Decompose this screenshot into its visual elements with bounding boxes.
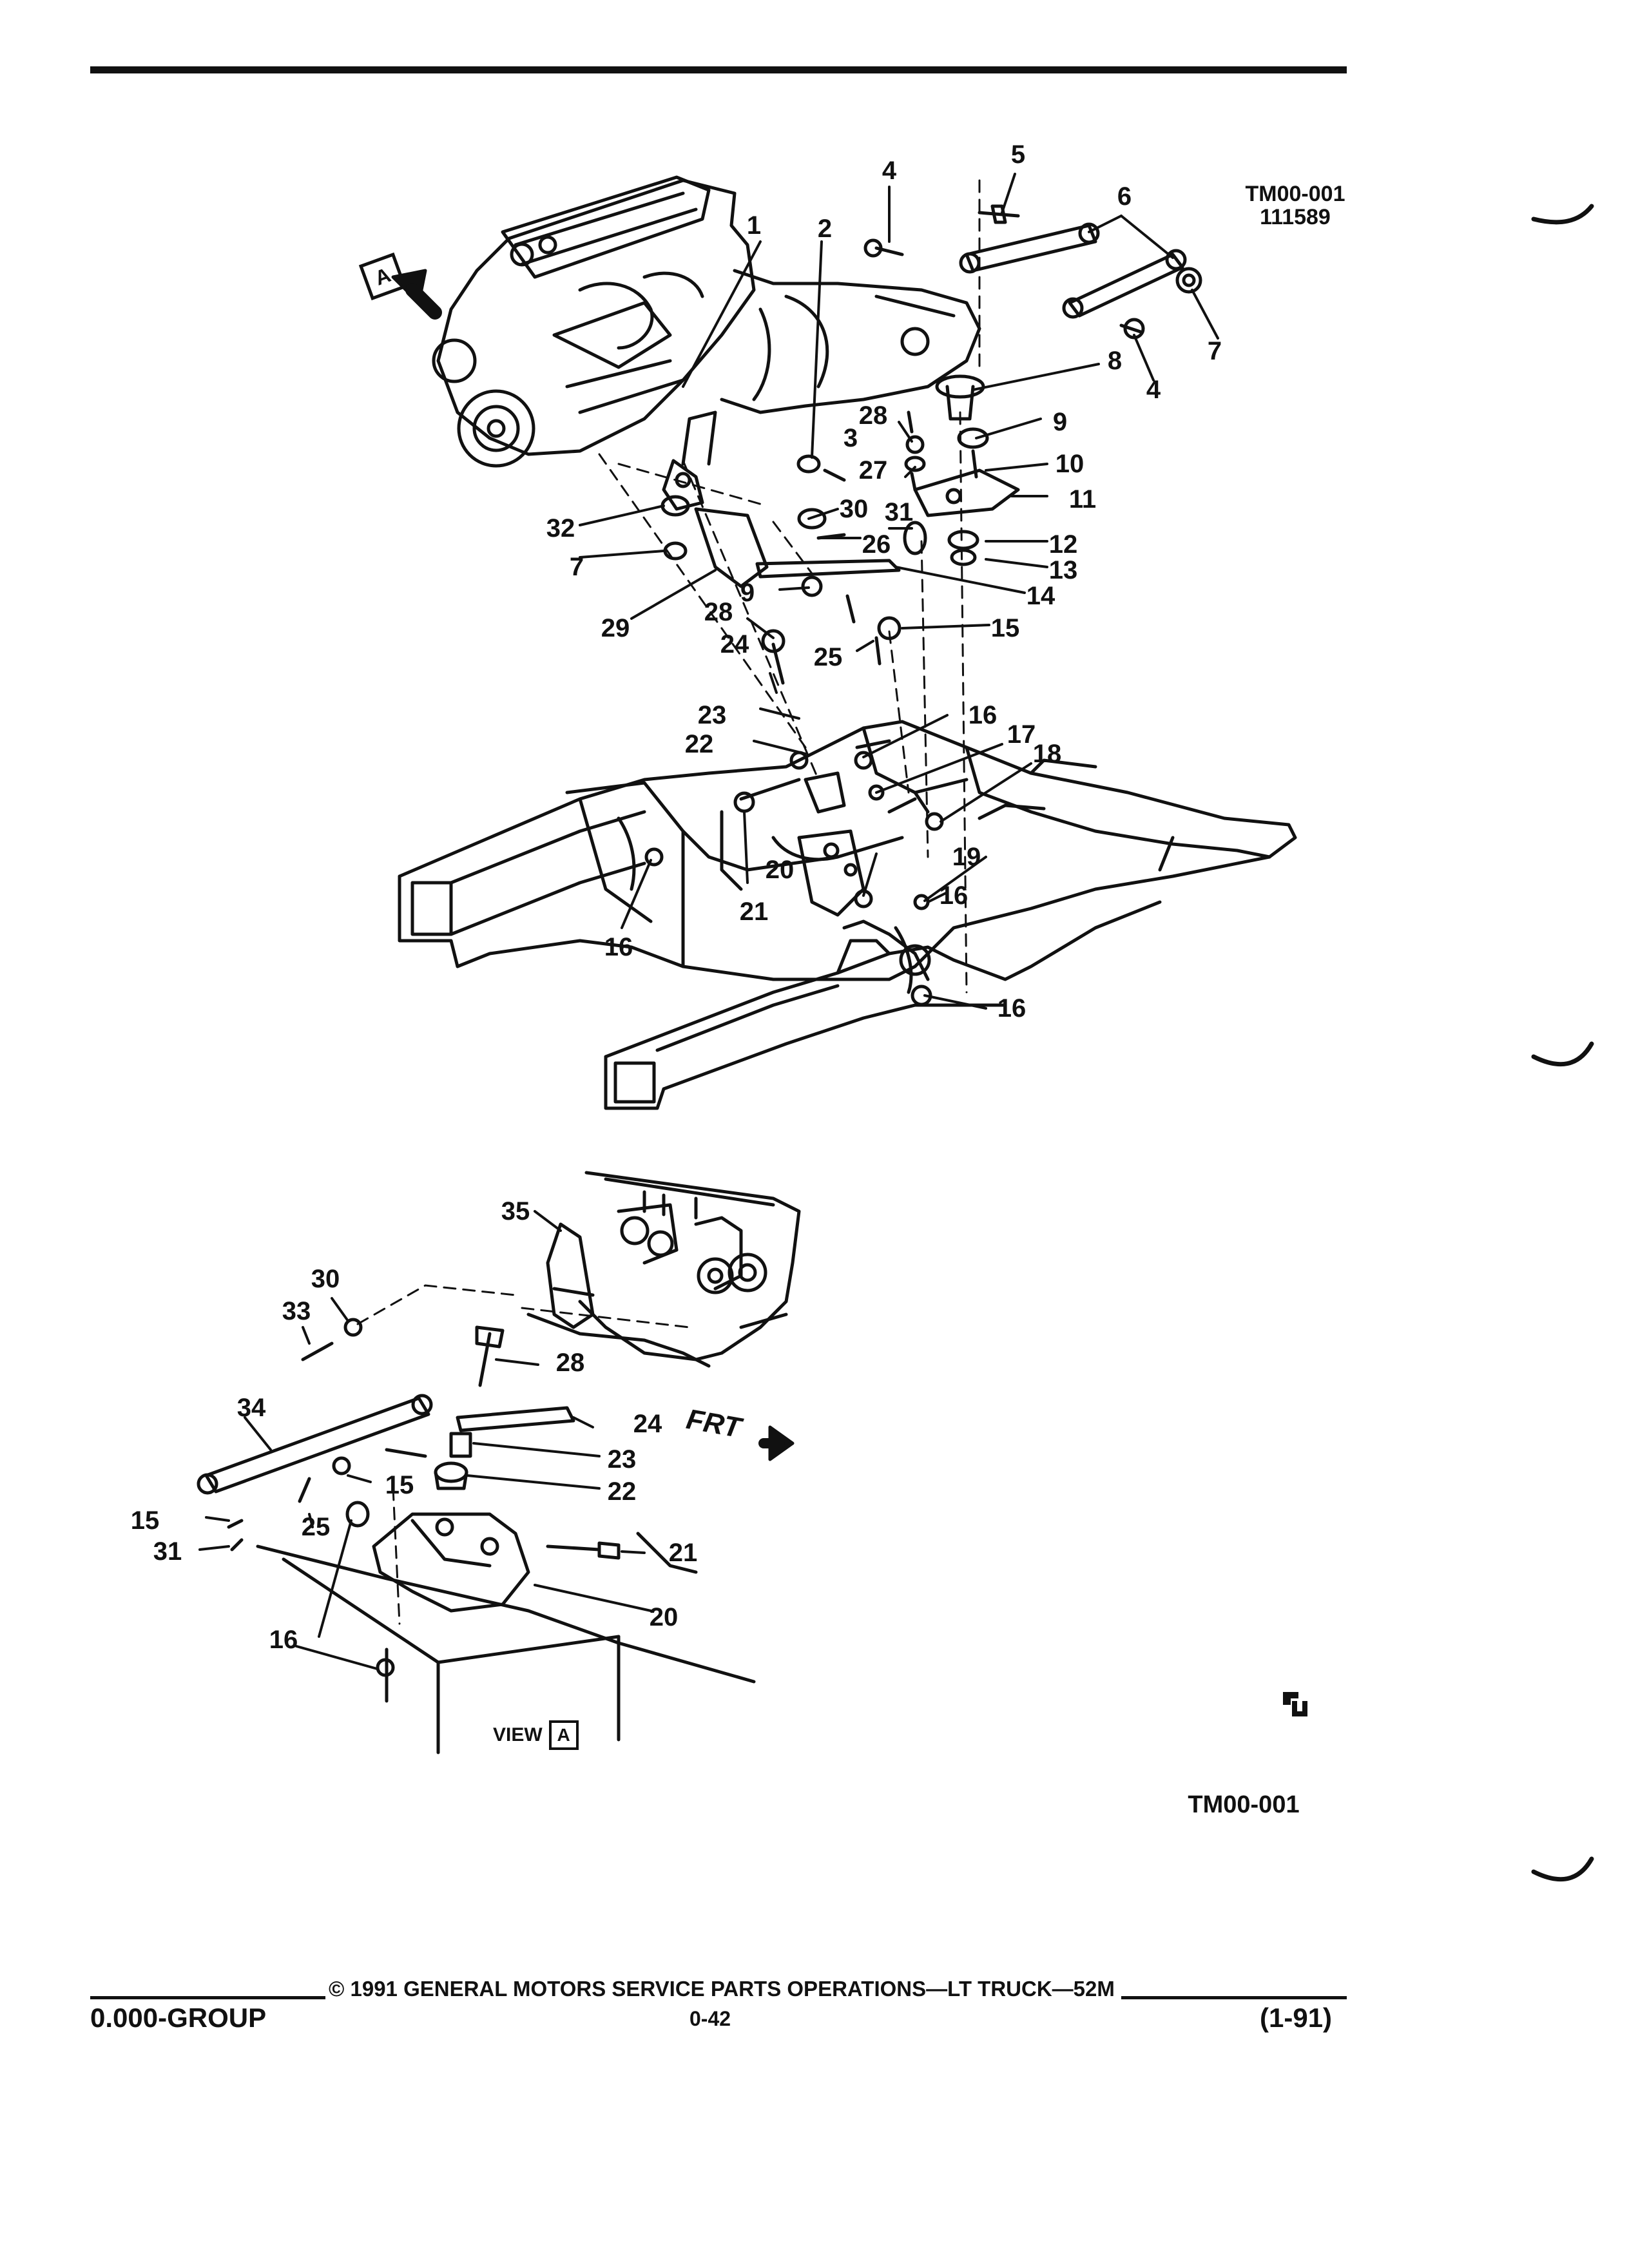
callout-6: 6 [1117,182,1132,211]
detail-view-drawing [197,1171,801,1754]
detail-callout-16: 16 [269,1626,298,1654]
callout-26: 26 [862,530,891,559]
detail-callout-24: 24 [633,1410,662,1438]
drawing-ref-date: 111589 [1260,204,1331,229]
callout-18: 18 [1032,740,1062,768]
callout-12: 12 [1048,530,1078,559]
callout-25: 25 [813,643,843,671]
footer-rule-right [1121,1996,1347,1999]
callout-16-d: 16 [997,994,1027,1023]
callout-28-upper: 28 [858,401,888,430]
footer-rule-left [90,1996,325,1999]
drawing-ref-code: TM00-001 [1245,182,1345,206]
callout-17: 17 [1007,720,1036,749]
detail-callout-20: 20 [649,1603,679,1631]
detail-callout-28: 28 [555,1349,585,1377]
callout-4-upper: 4 [882,157,897,185]
callout-31: 31 [884,498,914,526]
view-a-marker-letter: A [371,262,394,290]
footer-group: 0.000-GROUP [90,2003,267,2033]
callout-15: 15 [990,614,1020,642]
callout-4-right: 4 [1146,376,1161,404]
detail-callout-22: 22 [607,1477,637,1506]
view-a-caption: VIEW A [493,1720,579,1750]
callout-30: 30 [839,495,869,523]
detail-callout-31: 31 [153,1537,182,1566]
mount-parts [660,374,1020,685]
view-a-arrow [391,269,442,320]
footer-copyright: © 1991 GENERAL MOTORS SERVICE PARTS OPER… [329,1977,1115,2001]
callout-2: 2 [817,215,833,243]
drawing-ref-top: TM00-001 111589 [1237,182,1353,229]
detail-callout-23: 23 [607,1445,637,1474]
detail-callout-21: 21 [668,1539,698,1567]
callout-7-left: 7 [569,553,584,581]
detail-callout-34: 34 [236,1394,266,1422]
callout-23: 23 [697,701,727,729]
drawing-ref-bottom: TM00-001 [1188,1791,1300,1818]
callout-11: 11 [1068,485,1097,514]
callout-29: 29 [601,614,630,642]
callout-14: 14 [1026,582,1055,610]
leader-lines [579,173,1219,1010]
callout-1: 1 [746,211,762,240]
callout-20: 20 [765,856,795,884]
view-a-caption-text: VIEW [493,1724,543,1745]
gm-service-parts-logo [1279,1688,1311,1720]
callout-32: 32 [546,514,575,543]
callout-27: 27 [858,456,888,485]
detail-callout-30: 30 [311,1265,340,1293]
detail-callout-15-b: 15 [130,1506,160,1535]
detail-callout-35: 35 [501,1197,530,1225]
callout-21: 21 [739,898,769,926]
header-rule [90,66,1347,73]
detail-callout-15-a: 15 [385,1471,414,1499]
callout-16-a: 16 [968,701,998,729]
footer-revision: (1-91) [1260,2003,1333,2033]
linkage-upper [863,204,1202,340]
callout-8: 8 [1107,347,1123,375]
engine-assembly [432,175,981,468]
callout-19: 19 [952,843,981,871]
view-a-caption-box: A [548,1720,579,1750]
callout-9-left: 9 [740,579,755,607]
footer-page-number: 0-42 [689,2007,731,2030]
frame-crossmember [398,720,1297,1110]
detail-callout-25: 25 [301,1513,331,1541]
callout-28-lower: 28 [704,598,733,626]
callout-10: 10 [1055,450,1084,478]
callout-9-right: 9 [1052,408,1068,436]
callout-16-b: 16 [939,881,969,910]
callout-7-right: 7 [1207,337,1222,365]
detail-callout-33: 33 [282,1297,311,1325]
front-arrow [758,1425,795,1461]
callout-22: 22 [684,730,714,758]
callout-13: 13 [1048,556,1078,584]
callout-16-c: 16 [604,933,633,961]
callout-24: 24 [720,630,749,658]
callout-5: 5 [1010,140,1026,169]
callout-3: 3 [843,424,858,452]
